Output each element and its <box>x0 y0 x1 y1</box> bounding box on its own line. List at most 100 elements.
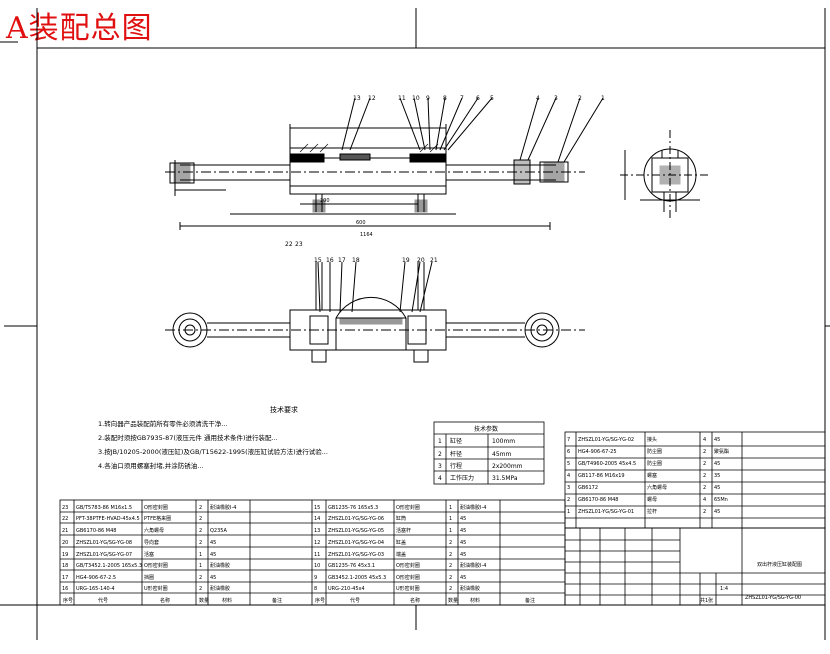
svg-text:11: 11 <box>398 95 406 102</box>
params-heading: 技术参数 <box>474 425 498 433</box>
svg-text:45mm: 45mm <box>492 451 511 458</box>
svg-text:7: 7 <box>460 95 464 102</box>
svg-text:17: 17 <box>338 257 346 264</box>
bom-cell-no: 17 <box>62 575 68 581</box>
technical-notes: 技术要求 1.转向器产品装配前所有零件必须清洗干净... 2.装配时须按GB79… <box>98 405 328 470</box>
note-line-2: 2.装配时须按GB7935-87(液压元件 通用技术条件)进行装配... <box>98 433 278 442</box>
bom-cell-material: 65Mn <box>714 497 728 503</box>
bom-cell-qty: 2 <box>703 461 706 467</box>
svg-text:代号: 代号 <box>98 597 108 604</box>
bom-cell-no: 3 <box>567 485 570 491</box>
bom-cell-qty: 1 <box>199 563 202 569</box>
svg-text:15: 15 <box>314 257 322 264</box>
drawing-title: A装配总图 <box>6 11 153 46</box>
side-view <box>620 130 710 220</box>
svg-text:19: 19 <box>402 257 410 264</box>
svg-text:16: 16 <box>326 257 334 264</box>
svg-text:工作压力: 工作压力 <box>450 474 474 482</box>
bom-cell-qty: 1 <box>449 528 452 534</box>
bom-cell-qty: 2 <box>199 540 202 546</box>
bom-cell-qty: 4 <box>703 497 706 503</box>
bom-cell-qty: 2 <box>199 516 202 522</box>
bom-cell-name: 六角螺母 <box>144 527 164 534</box>
bom-cell-no: 11 <box>314 552 320 558</box>
bom-cell-no: 5 <box>567 461 570 467</box>
bom-cell-qty: 2 <box>449 552 452 558</box>
svg-text:数量: 数量 <box>199 597 209 604</box>
bom-cell-no: 18 <box>62 563 68 569</box>
bom-cell-name: PTFE格来圈 <box>144 515 171 522</box>
bom-cell-name: 六角螺母 <box>647 484 667 491</box>
bom-cell-material: 45 <box>210 540 216 546</box>
svg-text:8: 8 <box>443 95 447 102</box>
svg-text:备注: 备注 <box>272 597 282 604</box>
svg-text:备注: 备注 <box>525 597 535 604</box>
bom-cell-material: 耐油橡胶I-4 <box>210 504 236 511</box>
bom-cell-qty: 1 <box>199 552 202 558</box>
bom-cell-no: 4 <box>567 473 570 479</box>
bom-cell-qty: 2 <box>703 485 706 491</box>
bom-cell-material: 45 <box>460 575 466 581</box>
bom-cell-qty: 4 <box>703 437 706 443</box>
bom-cell-name: O形密封圈 <box>144 562 168 569</box>
svg-text:材料: 材料 <box>470 597 480 604</box>
bom-cell-code: GB6170-86 M48 <box>76 528 116 534</box>
svg-text:2: 2 <box>578 95 582 102</box>
bom-cell-name: 活塞杆 <box>396 527 411 534</box>
svg-text:20: 20 <box>417 257 425 264</box>
bom-cell-name: 接头 <box>647 436 657 443</box>
bom-cell-no: 16 <box>62 586 68 592</box>
svg-text:3: 3 <box>438 463 442 470</box>
bom-cell-code: GB/T5783-86 M16x1.5 <box>76 505 132 511</box>
bom-cell-no: 22 <box>62 516 68 522</box>
bom-cell-material: 45 <box>714 485 720 491</box>
bom-cell-material: 45 <box>210 552 216 558</box>
bom-cell-qty: 2 <box>703 509 706 515</box>
bom-cell-code: ZHSZL01-YG/SG-YG-01 <box>578 509 634 515</box>
bom-cell-material: 耐油橡胶 <box>210 562 230 569</box>
bom-cell-qty: 2 <box>703 473 706 479</box>
bom-cell-name: O形密封圈 <box>396 574 420 581</box>
svg-text:4: 4 <box>438 475 442 482</box>
bom-cell-material: 耐油橡胶I-4 <box>460 562 486 569</box>
bom-cell-code: PFT-38PTFE-HVAD-45x4.5 <box>76 516 140 522</box>
svg-text:21: 21 <box>430 257 438 264</box>
dim-total: 1164 <box>360 232 373 238</box>
bom-cell-material: 45 <box>460 540 466 546</box>
bom-cell-code: GB1235-76 45x3.1 <box>328 563 375 569</box>
svg-text:数量: 数量 <box>448 597 458 604</box>
title-block-grid <box>564 527 826 606</box>
bom-cell-no: 14 <box>314 516 320 522</box>
bom-cell-name: 端盖 <box>396 551 406 558</box>
bom-cell-name: 导向套 <box>144 539 159 546</box>
top-view <box>165 261 585 363</box>
bom-cell-code: GB/T4960-2005 45x4.5 <box>578 461 636 467</box>
svg-text:6: 6 <box>476 95 480 102</box>
bom-cell-no: 10 <box>314 563 320 569</box>
bom-cell-material: 45 <box>714 461 720 467</box>
bom-cell-qty: 2 <box>199 575 202 581</box>
bom-cell-no: 7 <box>567 437 570 443</box>
svg-text:9: 9 <box>426 95 430 102</box>
bom-cell-no: 15 <box>314 505 320 511</box>
bom-cell-code: ZHSZL01-YG/SG-YG-05 <box>328 528 384 534</box>
bom-cell-name: 挡圈 <box>144 574 154 581</box>
bom-cell-name: U形密封圈 <box>144 585 168 592</box>
bom-cell-qty: 2 <box>449 540 452 546</box>
svg-text:名称: 名称 <box>410 597 420 604</box>
bom-cell-no: 13 <box>314 528 320 534</box>
bom-cell-material: 45 <box>210 575 216 581</box>
bom-cell-name: 防尘圈 <box>647 460 662 467</box>
bom-cell-no: 20 <box>62 540 68 546</box>
dim-stroke: 200 <box>320 198 330 204</box>
bom-cell-material: Q235A <box>210 528 227 534</box>
bom-cell-code: GB/T3452.1-2005 165x5.3 <box>76 563 142 569</box>
drawing-number: ZHSZL01-YG/SG-YG-00 <box>745 595 801 601</box>
svg-text:1: 1 <box>438 438 442 445</box>
bom-cell-material: 35 <box>714 473 720 479</box>
bom-cell-code: GB1235-76 165x5.3 <box>328 505 378 511</box>
